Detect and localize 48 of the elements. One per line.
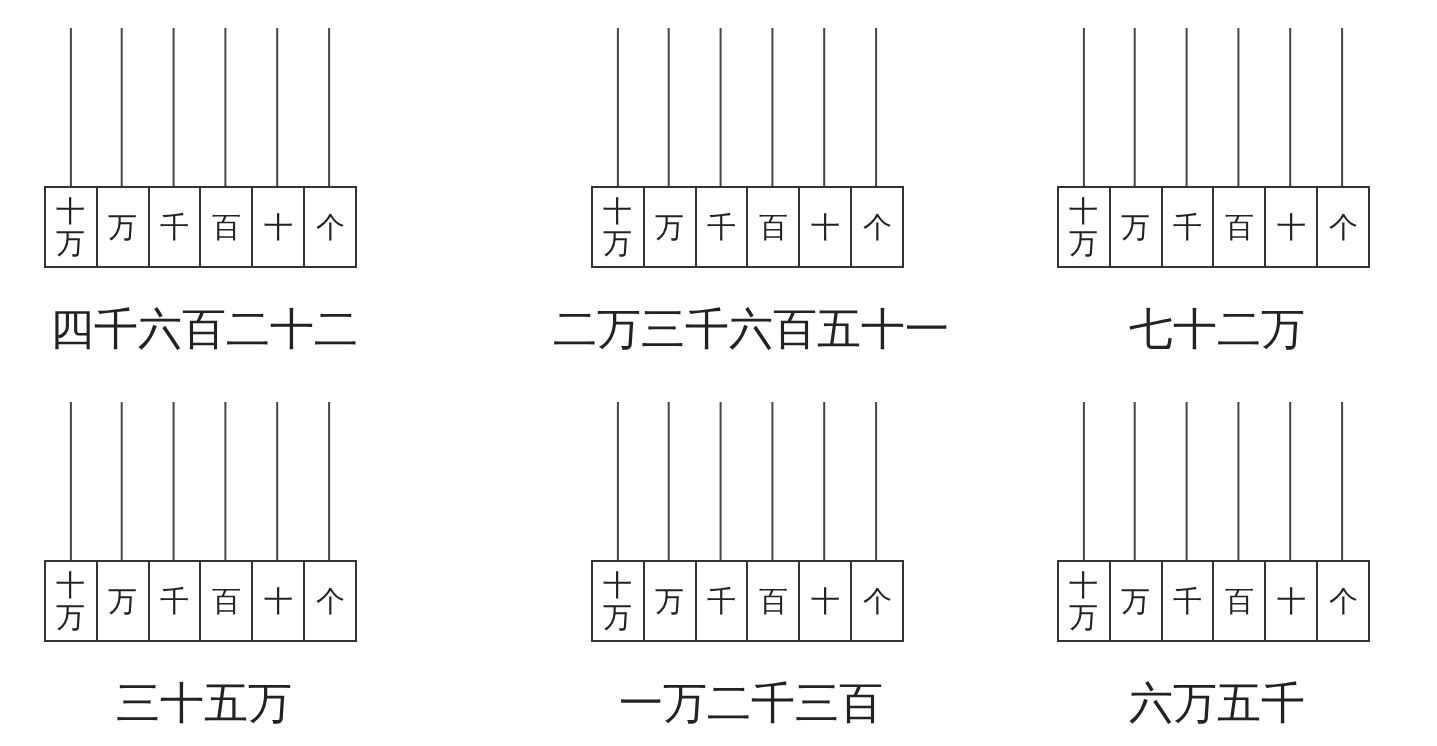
place-value-cell: 个 xyxy=(850,188,902,266)
counter-frame xyxy=(1057,186,1370,268)
place-value-cell: 万 xyxy=(95,562,148,640)
place-value-cell: 千 xyxy=(694,562,747,640)
place-value-cell: 百 xyxy=(746,562,799,640)
counter-frame xyxy=(44,186,357,268)
place-value-cell: 万 xyxy=(1108,188,1161,266)
number-caption: 六万五千 xyxy=(1128,679,1305,728)
place-value-cell: 十 xyxy=(1264,562,1317,640)
place-value-cell: 十 xyxy=(798,562,851,640)
place-value-cell: 个 xyxy=(1316,188,1368,266)
number-caption: 二万三千六百五十一 xyxy=(552,305,949,354)
place-value-cell: 百 xyxy=(199,188,252,266)
place-value-cell: 千 xyxy=(147,188,200,266)
place-value-cell: 十万 xyxy=(1059,562,1109,640)
place-value-cell: 百 xyxy=(746,188,799,266)
place-value-cell: 千 xyxy=(1160,188,1213,266)
place-value-cell: 十万 xyxy=(46,562,96,640)
place-value-cell: 个 xyxy=(303,188,355,266)
place-value-cell: 千 xyxy=(147,562,200,640)
place-value-cell: 十 xyxy=(251,188,304,266)
place-value-cell: 十万 xyxy=(593,562,643,640)
counter-frame xyxy=(591,560,904,642)
place-value-cell: 百 xyxy=(199,562,252,640)
place-value-cell: 十万 xyxy=(593,188,643,266)
place-value-cell: 个 xyxy=(303,562,355,640)
place-value-cell: 万 xyxy=(642,562,695,640)
place-value-cell: 十万 xyxy=(46,188,96,266)
place-value-cell: 十万 xyxy=(1059,188,1109,266)
place-value-cell: 百 xyxy=(1212,188,1265,266)
counter-frame xyxy=(44,560,357,642)
counter-frame xyxy=(591,186,904,268)
place-value-cell: 十 xyxy=(251,562,304,640)
place-value-cell: 万 xyxy=(1108,562,1161,640)
place-value-cell: 千 xyxy=(694,188,747,266)
place-value-cell: 千 xyxy=(1160,562,1213,640)
number-caption: 一万二千三百 xyxy=(618,679,883,728)
place-value-cell: 万 xyxy=(642,188,695,266)
place-value-cell: 百 xyxy=(1212,562,1265,640)
place-value-cell: 个 xyxy=(850,562,902,640)
number-caption: 三十五万 xyxy=(115,679,292,728)
place-value-cell: 十 xyxy=(798,188,851,266)
counter-frame xyxy=(1057,560,1370,642)
place-value-cell: 万 xyxy=(95,188,148,266)
place-value-cell: 个 xyxy=(1316,562,1368,640)
place-value-cell: 十 xyxy=(1264,188,1317,266)
number-caption: 四千六百二十二 xyxy=(49,305,358,354)
number-caption: 七十二万 xyxy=(1128,305,1305,354)
